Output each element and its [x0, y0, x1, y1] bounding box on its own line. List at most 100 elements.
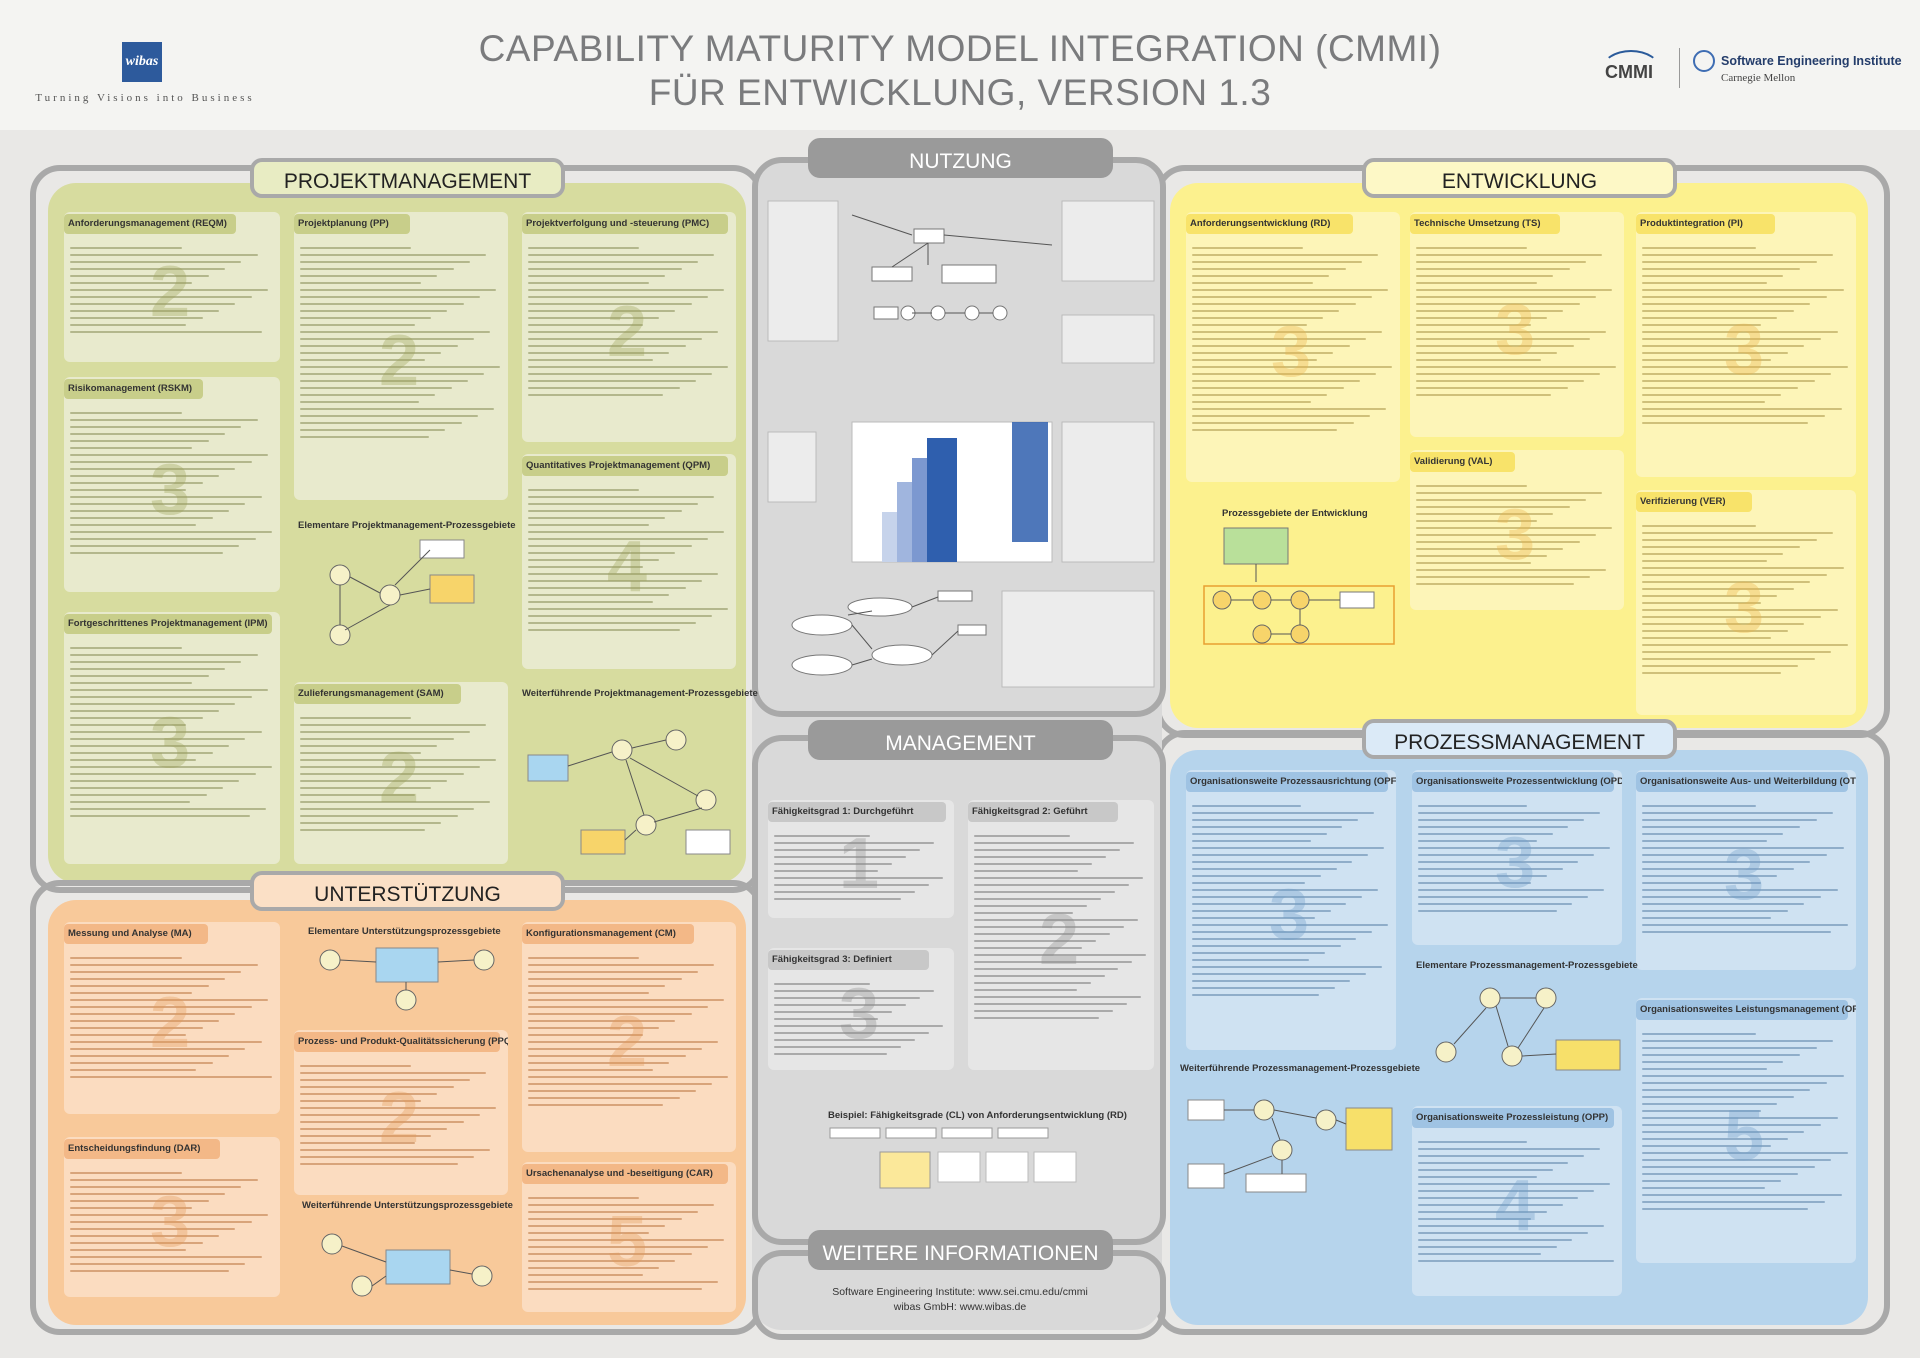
elementare-unterstuetzung-diagram: [310, 940, 506, 1015]
text-line: [1642, 387, 1798, 389]
text-line: [70, 1034, 187, 1036]
card-text-lines: [1416, 242, 1618, 431]
text-line: [528, 601, 654, 603]
text-line: [1418, 1183, 1611, 1185]
text-line: [70, 766, 272, 768]
text-line: [774, 884, 929, 886]
text-line: [528, 594, 670, 596]
text-line: [70, 1062, 213, 1064]
text-line: [70, 433, 226, 435]
card-header-bar: [64, 614, 272, 634]
text-line: [300, 1093, 438, 1095]
text-line: [1418, 1225, 1605, 1227]
text-line: [1192, 296, 1372, 298]
text-line: [1192, 289, 1388, 291]
maturity-level-number: 3: [1269, 875, 1310, 955]
text-line: [974, 849, 1121, 851]
text-line: [774, 877, 943, 879]
text-line: [1642, 1194, 1842, 1196]
text-line: [974, 835, 1070, 837]
text-line: [70, 289, 268, 291]
text-line: [528, 380, 696, 382]
text-line: [1642, 553, 1784, 555]
text-line: [70, 482, 203, 484]
text-line: [974, 1010, 1114, 1012]
text-line: [1642, 924, 1848, 926]
text-line: [300, 822, 442, 824]
text-line: [528, 985, 666, 987]
text-line: [300, 387, 452, 389]
text-line: [70, 801, 191, 803]
text-line: [1418, 805, 1527, 807]
text-line: [1416, 373, 1600, 375]
maturity-level-number: 3: [1495, 495, 1536, 575]
text-line: [528, 268, 682, 270]
text-line: [1192, 261, 1362, 263]
text-line: [300, 366, 500, 368]
text-line: [528, 387, 680, 389]
text-line: [974, 926, 1124, 928]
text-line: [300, 289, 496, 291]
text-line: [528, 1246, 708, 1248]
text-line: [300, 408, 494, 410]
text-line: [974, 919, 1138, 921]
text-line: [70, 668, 226, 670]
text-line: [1416, 513, 1554, 515]
text-line: [1416, 499, 1586, 501]
process-area-card: Fortgeschrittenes Projektmanagement (IPM…: [64, 612, 280, 864]
maturity-level-number: 3: [150, 449, 191, 530]
text-line: [528, 1239, 724, 1241]
sei-info-link[interactable]: Software Engineering Institute: www.sei.…: [832, 1286, 1088, 1298]
weiterfuehrende-unterstuetzung-diagram-svg: [321, 1233, 493, 1297]
text-line: [528, 1083, 712, 1085]
text-line: [300, 338, 474, 340]
text-line: [528, 1020, 676, 1022]
text-line: [1416, 387, 1568, 389]
section-tab-entwicklung: ENTWICKLUNG: [1362, 158, 1677, 198]
nutzung-diagram-1-svg: [767, 200, 1155, 364]
text-line: [70, 254, 258, 256]
text-line: [1416, 548, 1564, 550]
text-line: [1192, 366, 1392, 368]
text-line: [70, 1179, 258, 1181]
text-line: [974, 898, 1102, 900]
text-line: [528, 608, 728, 610]
text-line: [70, 1076, 272, 1078]
process-area-card: Organisationsweite Prozessleistung (OPP)…: [1412, 1106, 1622, 1296]
text-line: [300, 345, 458, 347]
subhead-entwicklung-diagram: Prozessgebiete der Entwicklung: [1222, 508, 1368, 519]
wibas-tagline: Turning Visions into Business: [35, 92, 255, 104]
text-line: [774, 863, 893, 865]
card-title: Anforderungsentwicklung (RD): [1190, 218, 1331, 229]
text-line: [1642, 826, 1801, 828]
text-line: [1642, 1089, 1811, 1091]
text-line: [70, 1242, 203, 1244]
card-title: Organisationsweite Prozessausrichtung (O…: [1190, 776, 1396, 787]
text-line: [1642, 630, 1788, 632]
text-line: [70, 538, 256, 540]
card-header-bar: [1186, 772, 1388, 792]
text-line: [974, 891, 1115, 893]
text-line: [1642, 1131, 1805, 1133]
text-line: [1418, 882, 1531, 884]
text-line: [1642, 303, 1811, 305]
card-title: Produktintegration (PI): [1640, 218, 1743, 229]
card-title: Technische Umsetzung (TS): [1414, 218, 1541, 229]
weiterfuehrende-prozess-diagram: [1186, 1080, 1396, 1200]
text-line: [528, 615, 712, 617]
text-line: [300, 745, 438, 747]
process-area-card: Projektplanung (PP)2: [294, 212, 508, 500]
text-line: [70, 317, 203, 319]
text-line: [1192, 994, 1319, 996]
text-line: [1192, 882, 1305, 884]
text-line: [1418, 1204, 1563, 1206]
text-line: [70, 1020, 219, 1022]
text-line: [1418, 1218, 1531, 1220]
card-header-bar: [64, 214, 237, 234]
elementare-prozess-diagram: [1416, 976, 1626, 1086]
process-area-card: Technische Umsetzung (TS)3: [1410, 212, 1624, 437]
text-line: [70, 419, 258, 421]
text-line: [1642, 1145, 1771, 1147]
text-line: [70, 426, 242, 428]
wibas-info-link[interactable]: wibas GmbH: www.wibas.de: [893, 1301, 1027, 1313]
